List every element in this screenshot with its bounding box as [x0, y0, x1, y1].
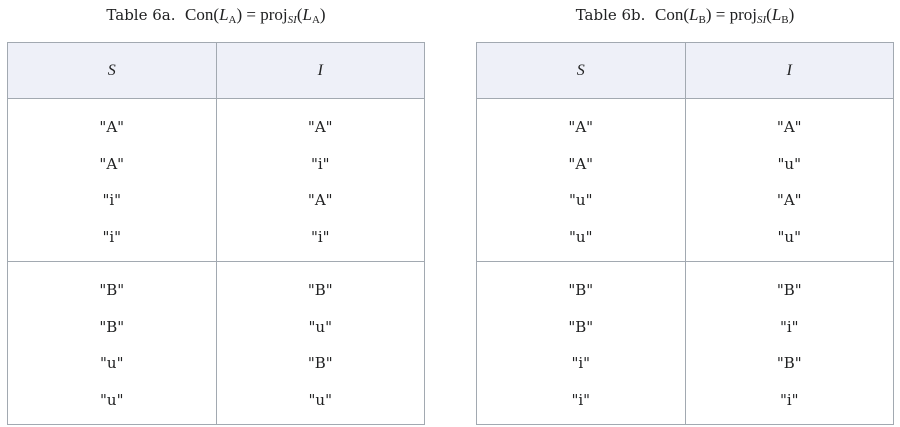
header-s: S	[476, 42, 686, 99]
table-cell: "u"	[100, 354, 124, 372]
table-cell: "u"	[308, 317, 332, 336]
table-cell: "i"	[102, 227, 122, 246]
column-i-cell-group: "A" "u" "A" "u"	[684, 98, 894, 262]
data-table: S I"A""A""u""u""A""u""A""u""B""B""i""i""…	[476, 42, 894, 425]
formula-var: L	[302, 5, 312, 24]
table-caption: Table 6a. Con(LA) = projSI(LA)	[7, 5, 425, 26]
column-s-cell-group: "B" "B" "u" "u"	[7, 261, 217, 425]
row-group: "A" "A" "i" "i" "A" "i" "A" "i"	[7, 98, 425, 262]
table-cell: "A"	[307, 191, 333, 209]
row-group: "A" "A" "u" "u" "A" "u" "A" "u"	[476, 98, 894, 262]
header-i: I	[215, 42, 425, 99]
data-table: S I"A""A""i""i""A""i""A""i""B""B""u""u""…	[7, 42, 425, 425]
column-i-cell-group: "A" "i" "A" "i"	[215, 98, 425, 262]
table-cell: "B"	[307, 354, 333, 372]
table-cell: "i"	[571, 390, 591, 409]
formula-sub: B	[781, 14, 789, 26]
table-cell: "i"	[779, 317, 799, 336]
row-group: "B" "B" "i" "i" "B" "i" "B" "i"	[476, 261, 894, 425]
formula-sub: A	[311, 14, 320, 26]
caption-label: Table 6a.	[106, 6, 176, 24]
table-cell: "A"	[776, 118, 802, 136]
table-cell: "B"	[307, 281, 333, 299]
header-s: S	[7, 42, 217, 99]
column-s-cell-group: "A" "A" "u" "u"	[476, 98, 686, 262]
formula-fn: Con	[185, 5, 214, 24]
formula-eq: =	[715, 5, 726, 24]
table-cell: "B"	[99, 317, 125, 336]
table-cell: "u"	[308, 390, 332, 409]
table-cell: "i"	[102, 191, 122, 209]
formula-proj-sub: SI	[756, 14, 767, 26]
column-s-cell-group: "B" "B" "i" "i"	[476, 261, 686, 425]
table-cell: "u"	[777, 227, 801, 246]
formula-proj: proj	[729, 5, 757, 24]
table-cell: "B"	[568, 281, 594, 299]
header-i: I	[684, 42, 894, 99]
table-cell: "B"	[776, 281, 802, 299]
table-cell: "i"	[571, 354, 591, 372]
column-i-cell-group: "B" "u" "B" "u"	[215, 261, 425, 425]
table-cell: "A"	[568, 154, 594, 173]
formula-sub: B	[698, 14, 706, 26]
formula-proj: proj	[260, 5, 288, 24]
column-i-cell-group: "B" "i" "B" "i"	[684, 261, 894, 425]
table-cell: "u"	[777, 154, 801, 173]
formula-proj-sub: SI	[287, 14, 297, 26]
row-group: "B" "B" "u" "u" "B" "u" "B" "u"	[7, 261, 425, 425]
table-cell: "B"	[568, 317, 594, 336]
formula-var: L	[771, 5, 782, 24]
caption-label: Table 6b.	[575, 6, 646, 24]
table-cell: "i"	[310, 154, 330, 173]
table-cell: "A"	[307, 118, 333, 136]
formula-sub: A	[228, 14, 237, 26]
column-s-cell-group: "A" "A" "i" "i"	[7, 98, 217, 262]
formula-var: L	[689, 5, 699, 24]
formula-eq: =	[246, 5, 256, 24]
table-cell: "i"	[310, 227, 330, 246]
table-cell: "B"	[99, 281, 125, 299]
table-cell: "B"	[776, 354, 802, 372]
table-caption: Table 6b. Con(LB) = projSI(LB)	[476, 5, 894, 26]
table-cell: "A"	[776, 191, 802, 209]
table-cell: "u"	[100, 390, 124, 409]
table-cell: "i"	[779, 390, 799, 409]
table-cell: "A"	[99, 154, 125, 173]
table-cell: "u"	[569, 191, 593, 209]
caption-formula: Con(LB) = projSI(LB)	[654, 5, 795, 26]
table-cell: "u"	[569, 227, 593, 246]
formula-fn: Con	[654, 5, 684, 24]
table-cell: "A"	[568, 118, 594, 136]
formula-var: L	[219, 5, 229, 24]
caption-formula: Con(LA) = projSI(LA)	[185, 5, 326, 26]
table-cell: "A"	[99, 118, 125, 136]
